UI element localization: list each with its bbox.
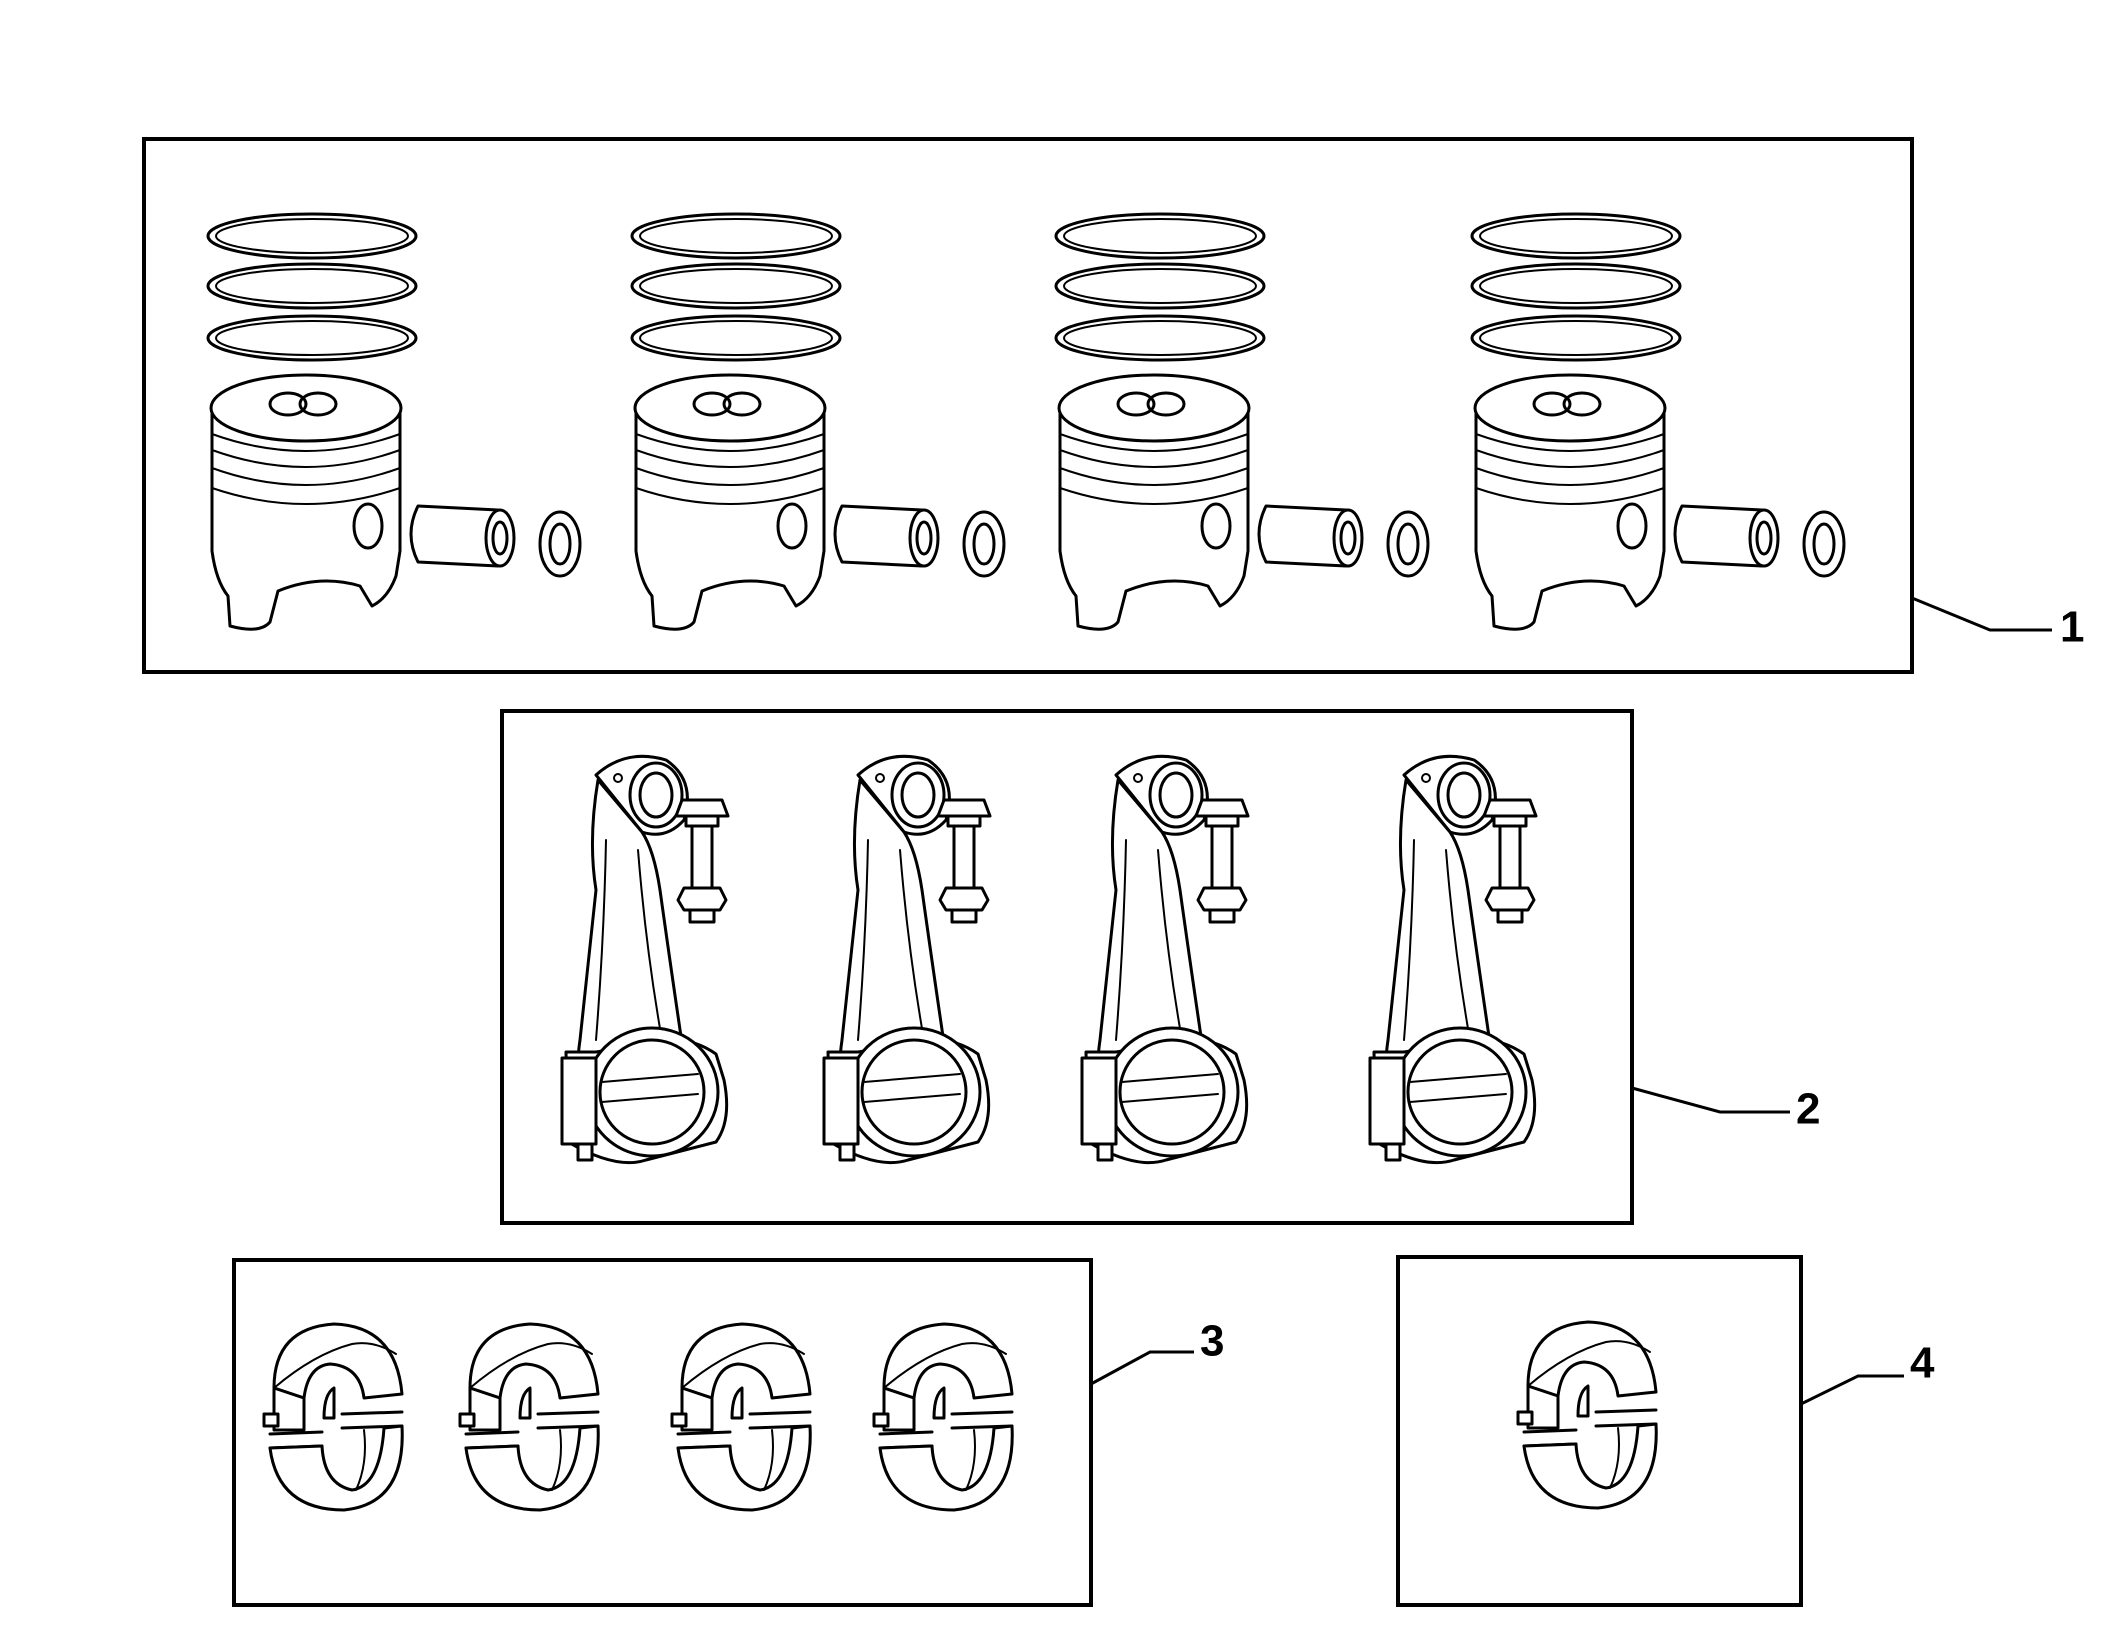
callout-number-2: 2: [1796, 1085, 1820, 1134]
connecting-rod-icon: [822, 754, 992, 1165]
group-box-thrust-bearing: [1396, 1255, 1803, 1607]
connecting-rod-icon: [560, 754, 730, 1165]
leader-line-1: [1911, 596, 2052, 632]
bearing-shell-pair-icon: [872, 1322, 1014, 1512]
group-box-pistons: [142, 137, 1914, 674]
piston-set-icon: [1470, 212, 1846, 631]
callout-number-4: 4: [1910, 1339, 1935, 1388]
piston-set-icon: [1054, 212, 1430, 631]
group-box-bearing-shells: [232, 1258, 1093, 1607]
bearing-shell-pair-icon: [670, 1322, 812, 1512]
bearing-shell-pair-icon: [262, 1322, 404, 1512]
bearing-shell-pair-icon: [458, 1322, 600, 1512]
piston-set-icon: [630, 212, 1006, 631]
leader-line-2: [1631, 1086, 1790, 1114]
connecting-rod-icon: [1080, 754, 1250, 1165]
leader-line-4: [1800, 1374, 1904, 1406]
group-box-connecting-rods: [500, 709, 1634, 1225]
callout-number-3: 3: [1200, 1317, 1224, 1366]
thrust-bearing-shell-icon: [1516, 1320, 1658, 1510]
piston-set-icon: [206, 212, 582, 631]
connecting-rod-icon: [1368, 754, 1538, 1165]
callout-number-1: 1: [2060, 603, 2084, 652]
leader-line-3: [1090, 1350, 1194, 1386]
